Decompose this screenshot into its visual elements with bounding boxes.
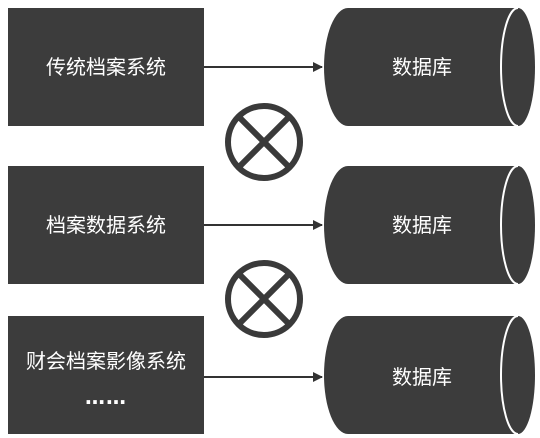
database-rim-1 bbox=[500, 7, 519, 127]
system-label-1: 传统档案系统 bbox=[46, 55, 166, 79]
database-body-2 bbox=[324, 166, 535, 284]
row-1: 传统档案系统 数据库 bbox=[8, 7, 535, 127]
database-label-2: 数据库 bbox=[392, 213, 452, 237]
database-rim-2 bbox=[500, 165, 519, 285]
system-box-2 bbox=[8, 166, 204, 284]
database-body-1 bbox=[324, 8, 535, 126]
row-3: 财会档案影像系统 …… 数据库 bbox=[8, 315, 535, 435]
circled-x-icon bbox=[225, 103, 303, 181]
system-box-1 bbox=[8, 8, 204, 126]
database-rim-3 bbox=[500, 315, 519, 435]
system-box-3 bbox=[8, 316, 204, 434]
database-cylinder-icon: 数据库 bbox=[324, 7, 535, 127]
database-label-1: 数据库 bbox=[392, 55, 452, 79]
system-label-3: 财会档案影像系统 bbox=[26, 349, 186, 373]
system-ellipsis-3: …… bbox=[85, 385, 127, 409]
database-cylinder-icon: 数据库 bbox=[324, 315, 535, 435]
database-body-3 bbox=[324, 316, 535, 434]
database-label-3: 数据库 bbox=[392, 365, 452, 389]
system-label-2: 档案数据系统 bbox=[46, 213, 166, 237]
row-2: 档案数据系统 数据库 bbox=[8, 165, 535, 285]
circled-x-icon bbox=[225, 260, 303, 338]
database-cylinder-icon: 数据库 bbox=[324, 165, 535, 285]
